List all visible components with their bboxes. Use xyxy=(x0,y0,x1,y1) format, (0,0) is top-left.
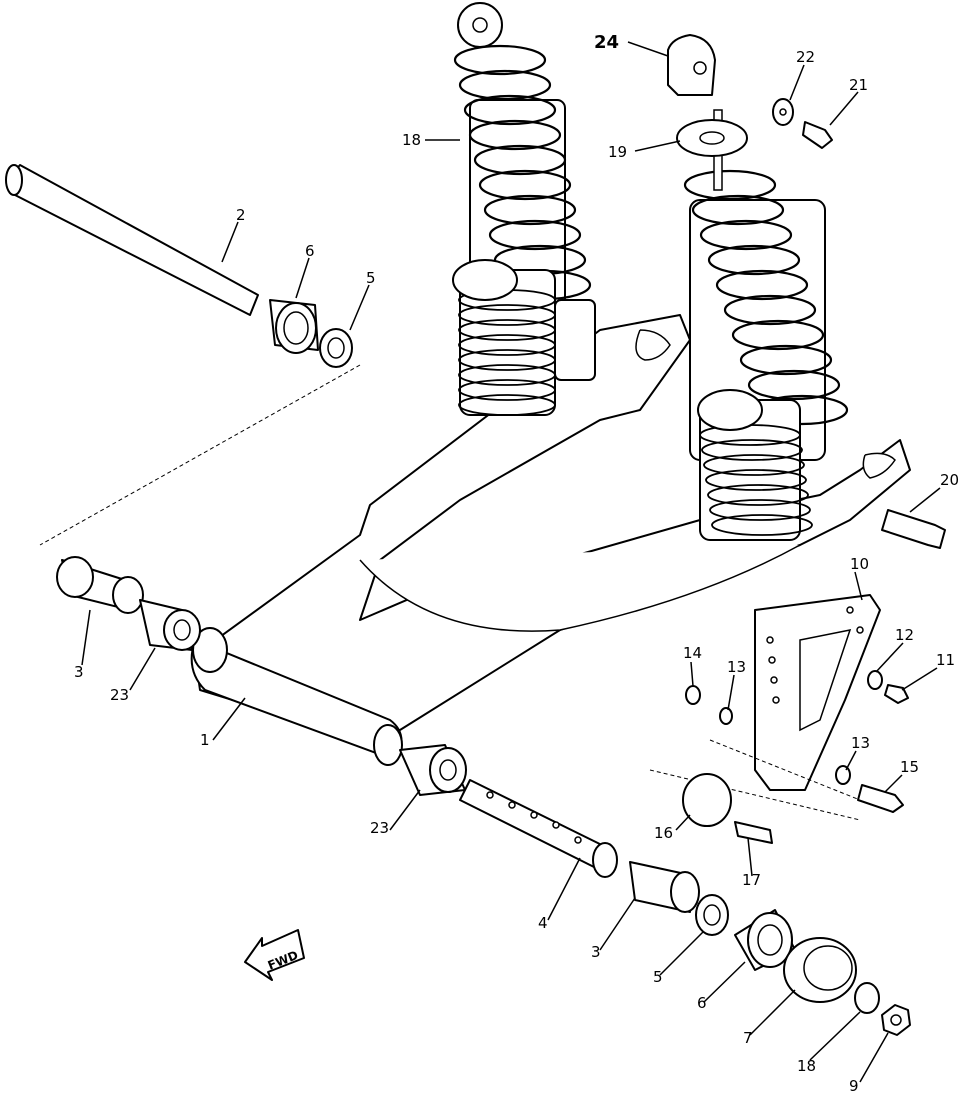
fwd-arrow: FWD xyxy=(244,929,305,981)
bearing-6-top xyxy=(269,299,319,354)
label-7: 7 xyxy=(743,1029,753,1047)
collar-3-right xyxy=(629,861,700,913)
bushing-23-right xyxy=(399,744,467,796)
washer-14 xyxy=(685,685,701,705)
label-1: 1 xyxy=(200,731,210,749)
label-23-left: 23 xyxy=(110,686,129,704)
bushing-23-left xyxy=(139,599,201,651)
leader-lines xyxy=(81,41,941,1083)
label-16: 16 xyxy=(654,824,673,842)
label-6-top: 6 xyxy=(305,242,315,260)
label-24: 24 xyxy=(594,32,619,53)
label-4: 4 xyxy=(538,914,548,932)
label-18-top: 18 xyxy=(402,131,421,149)
label-13-bottom: 13 xyxy=(851,734,870,752)
washer-18-bottom xyxy=(854,982,880,1014)
guide-line-bracket xyxy=(649,769,861,821)
washer-5-bottom xyxy=(695,894,729,936)
label-3-bottom: 3 xyxy=(591,943,601,961)
label-11: 11 xyxy=(936,651,955,669)
guide-line-bracket-2 xyxy=(709,739,861,801)
right-shock-absorber xyxy=(683,109,849,541)
label-22: 22 xyxy=(796,48,815,66)
washer-13-top xyxy=(719,707,733,725)
label-9: 9 xyxy=(849,1077,859,1094)
bolt-20 xyxy=(881,509,946,549)
washer-12 xyxy=(867,670,883,690)
label-12: 12 xyxy=(895,626,914,644)
label-15: 15 xyxy=(900,758,919,776)
label-14: 14 xyxy=(683,644,702,662)
part-number-labels: 24 22 21 18 19 2 6 5 20 10 14 13 12 11 1… xyxy=(74,32,959,1094)
label-13-top: 13 xyxy=(727,658,746,676)
label-3-left: 3 xyxy=(74,663,84,681)
label-18-bottom: 18 xyxy=(797,1057,816,1075)
washer-5-top xyxy=(319,328,353,368)
label-17: 17 xyxy=(742,871,761,889)
label-10: 10 xyxy=(850,555,869,573)
label-20: 20 xyxy=(940,471,959,489)
washer-22 xyxy=(772,98,794,126)
left-shock-absorber xyxy=(452,2,596,416)
upper-mount-eye-24 xyxy=(667,34,716,96)
outer-collar-7 xyxy=(783,937,857,1003)
guide-line-top xyxy=(39,364,361,546)
bracket-10 xyxy=(754,594,881,791)
label-5-top: 5 xyxy=(366,269,376,287)
pivot-shaft-2 xyxy=(5,164,259,316)
inner-sleeve-4 xyxy=(459,779,618,878)
pin-17 xyxy=(734,821,773,844)
label-23-bottom: 23 xyxy=(370,819,389,837)
nut-9 xyxy=(881,1004,911,1036)
washer-13-bottom xyxy=(835,765,851,785)
label-5-bottom: 5 xyxy=(653,968,663,986)
label-19: 19 xyxy=(608,143,627,161)
buffer-16 xyxy=(682,773,732,827)
label-2: 2 xyxy=(236,206,246,224)
label-6-bottom: 6 xyxy=(697,994,707,1012)
left-damper-cover xyxy=(458,289,556,416)
right-damper-cover xyxy=(699,424,813,536)
collar-3-left xyxy=(56,556,144,614)
label-21: 21 xyxy=(849,76,868,94)
bolt-15 xyxy=(857,784,904,813)
spring-seat-19 xyxy=(676,119,748,157)
bolt-21 xyxy=(802,121,833,149)
